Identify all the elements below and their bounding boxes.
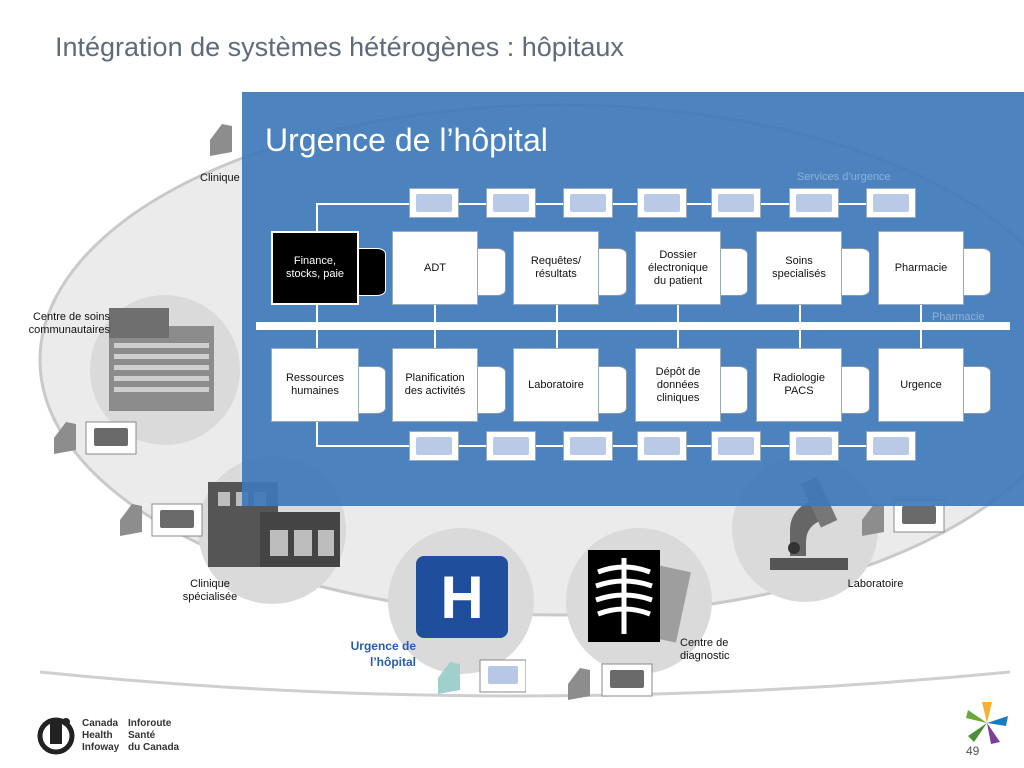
connector [920, 303, 922, 349]
logo-text-en: Canada Health Infoway [82, 718, 120, 753]
clinic-building-icon [208, 482, 340, 567]
diagnostic-label: Centre de diagnostic [680, 637, 730, 662]
system-clinical-data-repository: Dépôt de données cliniques [635, 348, 721, 422]
interface-module [409, 431, 459, 461]
connector [556, 303, 558, 349]
star-logo-icon [966, 702, 1008, 744]
interface-module [637, 431, 687, 461]
interface-module [563, 188, 613, 218]
connector [434, 303, 436, 349]
system-emergency: Urgence [878, 348, 964, 422]
interface-module [486, 431, 536, 461]
interface-module [711, 188, 761, 218]
logo-text-fr: Inforoute Santé du Canada [128, 718, 180, 753]
folder-terminal-icon [54, 421, 137, 455]
bottom-connector-line [316, 445, 916, 447]
interface-module [711, 431, 761, 461]
system-activity-planning: Planification des activités [392, 348, 478, 422]
connector [799, 303, 801, 349]
folder-terminal-icon [568, 663, 653, 700]
system-finance: Finance, stocks, paie [271, 231, 359, 305]
hospital-sign-letter: H [440, 563, 484, 631]
folder-terminal-icon [120, 503, 203, 537]
connector [316, 303, 318, 349]
hospital-sign-icon: H [416, 556, 508, 638]
laboratory-label: Laboratoire [847, 578, 904, 590]
integration-bus [256, 322, 1010, 330]
top-connector-line [316, 203, 916, 205]
folder-terminal-icon [438, 659, 526, 694]
interface-module [486, 188, 536, 218]
system-adt: ADT [392, 231, 478, 305]
interface-module [409, 188, 459, 218]
system-requests-results: Requêtes/ résultats [513, 231, 599, 305]
emergency-label: Urgence de l’hôpital [350, 639, 416, 669]
building-icon [109, 308, 214, 411]
interface-module [789, 431, 839, 461]
page-number: 49 [966, 744, 980, 758]
clinic-label: Clinique [200, 172, 240, 184]
interface-module [563, 431, 613, 461]
infoway-logo-icon [36, 714, 76, 756]
system-hr: Ressources humaines [271, 348, 359, 422]
overlay-title: Urgence de l’hôpital [265, 122, 548, 158]
specialized-clinic-label: Clinique spécialisée [182, 578, 238, 603]
system-radiology-pacs: Radiologie PACS [756, 348, 842, 422]
interface-module [866, 431, 916, 461]
emergency-services-ghost-label: Services d’urgence [797, 171, 891, 183]
folder-icon [210, 124, 232, 156]
interface-module [789, 188, 839, 218]
connector [316, 203, 318, 233]
system-laboratory: Laboratoire [513, 348, 599, 422]
slide-title: Intégration de systèmes hétérogènes : hô… [55, 32, 624, 62]
pharmacy-ghost-label: Pharmacie [932, 311, 985, 323]
connector [316, 420, 318, 446]
xray-icon [588, 550, 691, 643]
system-specialized-care: Soins specialisés [756, 231, 842, 305]
interface-module [866, 188, 916, 218]
connector [677, 303, 679, 349]
community-care-label: Centre de soins communautaires [28, 311, 110, 336]
system-pharmacy: Pharmacie [878, 231, 964, 305]
system-ehr: Dossier électronique du patient [635, 231, 721, 305]
interface-module [637, 188, 687, 218]
